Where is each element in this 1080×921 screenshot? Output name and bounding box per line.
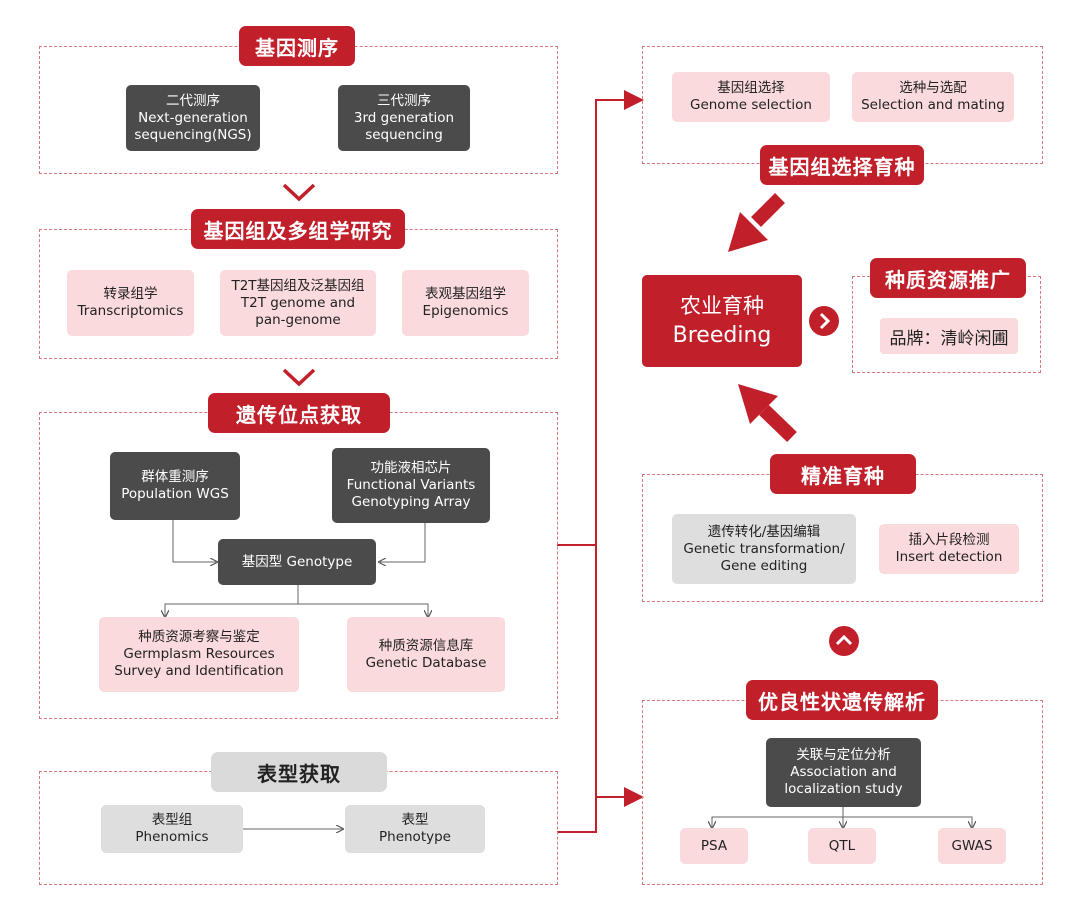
qtl-box: QTL (808, 828, 876, 864)
genotype-box: 基因型 Genotype (218, 539, 376, 585)
gwas-box: GWAS (938, 828, 1006, 864)
phenotype-title: 表型获取 (211, 752, 387, 792)
sequencing-title: 基因测序 (239, 26, 355, 66)
chevron-down-icon (282, 368, 316, 387)
traits-title: 优良性状遗传解析 (746, 680, 938, 720)
omics-title: 基因组及多组学研究 (191, 209, 405, 249)
breeding-box: 农业育种 Breeding (642, 275, 802, 367)
chevron-up-icon (829, 626, 859, 656)
chevron-right-icon (809, 306, 839, 336)
psa-box: PSA (680, 828, 748, 864)
promotion-title: 种质资源推广 (870, 258, 1026, 298)
red-connector (557, 787, 644, 833)
chevron-down-icon (282, 183, 316, 202)
precision-title: 精准育种 (770, 454, 916, 494)
brand-label: 品牌：清岭闲圃 (880, 318, 1018, 354)
red-connector (557, 90, 644, 546)
genome-selection-title: 基因组选择育种 (760, 145, 924, 185)
loci-title: 遗传位点获取 (208, 393, 390, 433)
arrow-up-left-icon (738, 384, 797, 443)
arrow-down-left-icon (728, 193, 785, 252)
